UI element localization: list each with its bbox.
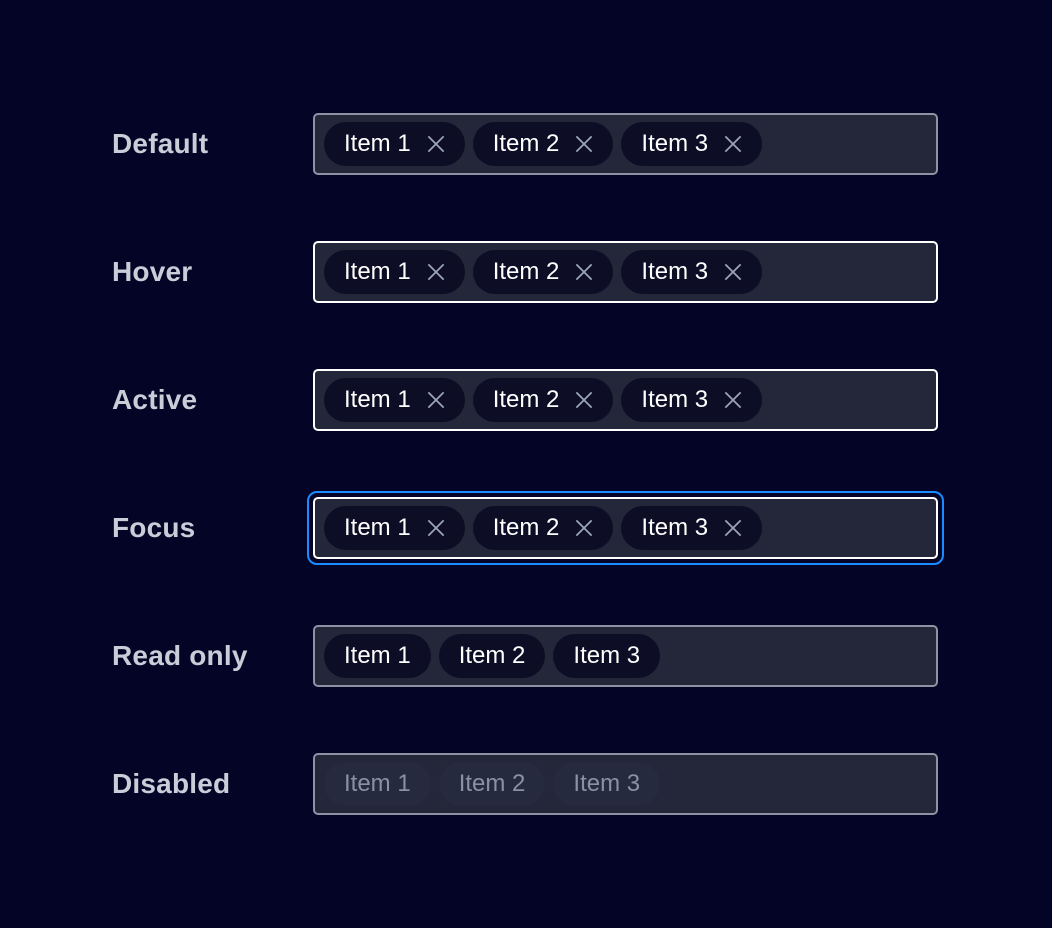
- chip-label: Item 2: [458, 642, 526, 669]
- chip: Item 2: [438, 762, 546, 806]
- state-row-disabled: Disabled Item 1 Item 2 Item 3: [0, 753, 1052, 815]
- close-icon[interactable]: [573, 261, 595, 283]
- chip-label: Item 3: [573, 642, 641, 669]
- chip-label: Item 3: [641, 130, 709, 157]
- close-icon[interactable]: [573, 517, 595, 539]
- chip-label: Item 1: [344, 770, 411, 797]
- chip[interactable]: Item 2: [472, 250, 614, 294]
- chip[interactable]: Item 3: [553, 634, 661, 678]
- chip-label: Item 2: [492, 514, 560, 541]
- chip-input-field-default[interactable]: Item 1 Item 2 Item 3: [313, 113, 938, 175]
- field-wrapper-hover: Item 1 Item 2 Item 3: [313, 241, 938, 303]
- chip-input-field-hover[interactable]: Item 1 Item 2 Item 3: [313, 241, 938, 303]
- chip-label: Item 1: [344, 386, 411, 413]
- chip-label: Item 1: [344, 514, 411, 541]
- state-label-disabled: Disabled: [112, 768, 231, 799]
- chip-label: Item 2: [458, 770, 526, 797]
- state-label-readonly: Read only: [112, 640, 248, 671]
- chip[interactable]: Item 2: [472, 122, 614, 166]
- close-icon[interactable]: [573, 133, 595, 155]
- close-icon[interactable]: [722, 261, 744, 283]
- chip: Item 3: [553, 762, 661, 806]
- state-label-active: Active: [112, 384, 198, 415]
- state-row-readonly: Read only Item 1 Item 2 Item 3: [0, 625, 1052, 687]
- chip[interactable]: Item 2: [472, 378, 614, 422]
- chip-label: Item 3: [573, 770, 641, 797]
- chip-label: Item 2: [492, 258, 560, 285]
- chip-label: Item 2: [492, 386, 560, 413]
- field-wrapper-readonly: Item 1 Item 2 Item 3: [313, 625, 938, 687]
- state-label-hover: Hover: [112, 256, 193, 287]
- state-row-focus: Focus Item 1 Item 2 Item 3: [0, 491, 1052, 565]
- chip-label: Item 3: [641, 258, 709, 285]
- chip-input-field-active[interactable]: Item 1 Item 2 Item 3: [313, 369, 938, 431]
- chip[interactable]: Item 3: [621, 378, 763, 422]
- chip-input-field-focus[interactable]: Item 1 Item 2 Item 3: [313, 497, 938, 559]
- close-icon[interactable]: [425, 389, 447, 411]
- close-icon[interactable]: [722, 389, 744, 411]
- chip[interactable]: Item 1: [324, 122, 465, 166]
- close-icon[interactable]: [425, 517, 447, 539]
- chip-label: Item 1: [344, 130, 411, 157]
- field-wrapper-disabled: Item 1 Item 2 Item 3: [313, 753, 938, 815]
- field-wrapper-default: Item 1 Item 2 Item 3: [313, 113, 938, 175]
- chip[interactable]: Item 2: [472, 506, 614, 550]
- chip-label: Item 1: [344, 258, 411, 285]
- chip[interactable]: Item 1: [324, 634, 431, 678]
- chip-label: Item 3: [641, 386, 709, 413]
- chip[interactable]: Item 3: [621, 506, 763, 550]
- close-icon[interactable]: [722, 517, 744, 539]
- state-label-default: Default: [112, 128, 209, 159]
- close-icon[interactable]: [425, 261, 447, 283]
- chip[interactable]: Item 1: [324, 250, 465, 294]
- state-row-active: Active Item 1 Item 2 Item 3: [0, 369, 1052, 431]
- chip-input-field-disabled: Item 1 Item 2 Item 3: [313, 753, 938, 815]
- close-icon[interactable]: [573, 389, 595, 411]
- state-row-hover: Hover Item 1 Item 2 Item 3: [0, 241, 1052, 303]
- state-label-focus: Focus: [112, 512, 196, 543]
- chip-label: Item 2: [492, 130, 560, 157]
- close-icon[interactable]: [425, 133, 447, 155]
- focus-ring: Item 1 Item 2 Item 3: [307, 491, 944, 565]
- close-icon[interactable]: [722, 133, 744, 155]
- chip: Item 1: [324, 762, 431, 806]
- chip[interactable]: Item 3: [621, 122, 763, 166]
- chip-label: Item 3: [641, 514, 709, 541]
- chip-input-field-readonly[interactable]: Item 1 Item 2 Item 3: [313, 625, 938, 687]
- chip[interactable]: Item 2: [438, 634, 546, 678]
- chip[interactable]: Item 1: [324, 506, 465, 550]
- state-row-default: Default Item 1 Item 2 Item 3: [0, 113, 1052, 175]
- chip[interactable]: Item 3: [621, 250, 763, 294]
- chip-label: Item 1: [344, 642, 411, 669]
- chip[interactable]: Item 1: [324, 378, 465, 422]
- field-wrapper-active: Item 1 Item 2 Item 3: [313, 369, 938, 431]
